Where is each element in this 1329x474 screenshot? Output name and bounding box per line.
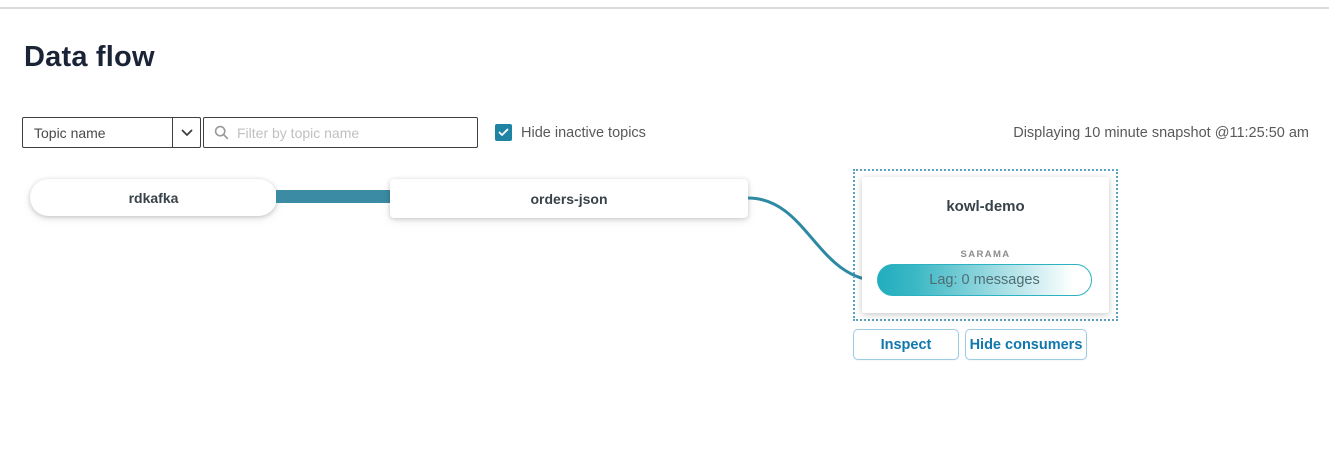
topic-search-input[interactable]	[237, 124, 467, 141]
consumer-client-label: SARAMA	[960, 249, 1011, 260]
consumer-group-selection-box	[853, 169, 1118, 321]
chevron-down-icon	[172, 118, 200, 147]
toolbar: Topic name Hide inactive topics Displayi…	[22, 117, 1309, 148]
topic-node-orders-json[interactable]: orders-json	[390, 179, 748, 218]
topic-consumer-edge	[747, 196, 882, 283]
topic-filter-select[interactable]: Topic name	[22, 117, 201, 148]
hide-inactive-topics-label: Hide inactive topics	[521, 124, 646, 141]
topic-filter-select-value: Topic name	[34, 124, 106, 141]
hide-inactive-topics-checkbox-group[interactable]: Hide inactive topics	[495, 124, 646, 141]
page-top-divider	[0, 7, 1329, 9]
consumer-lag-badge[interactable]: Lag: 0 messages	[877, 264, 1092, 296]
topic-search-box	[203, 117, 478, 148]
checkbox-checked-icon[interactable]	[495, 124, 512, 141]
consumer-group-name: kowl-demo	[946, 198, 1025, 215]
producer-topic-edge	[276, 190, 391, 203]
hide-consumers-button[interactable]: Hide consumers	[965, 329, 1087, 360]
consumer-group-node[interactable]: kowl-demo SARAMA Lag: 0 messages	[862, 177, 1109, 313]
inspect-button[interactable]: Inspect	[853, 329, 959, 360]
page-title: Data flow	[24, 41, 155, 73]
search-icon	[214, 125, 229, 140]
snapshot-status-text: Displaying 10 minute snapshot @11:25:50 …	[1013, 124, 1309, 141]
producer-node-rdkafka[interactable]: rdkafka	[30, 179, 277, 216]
